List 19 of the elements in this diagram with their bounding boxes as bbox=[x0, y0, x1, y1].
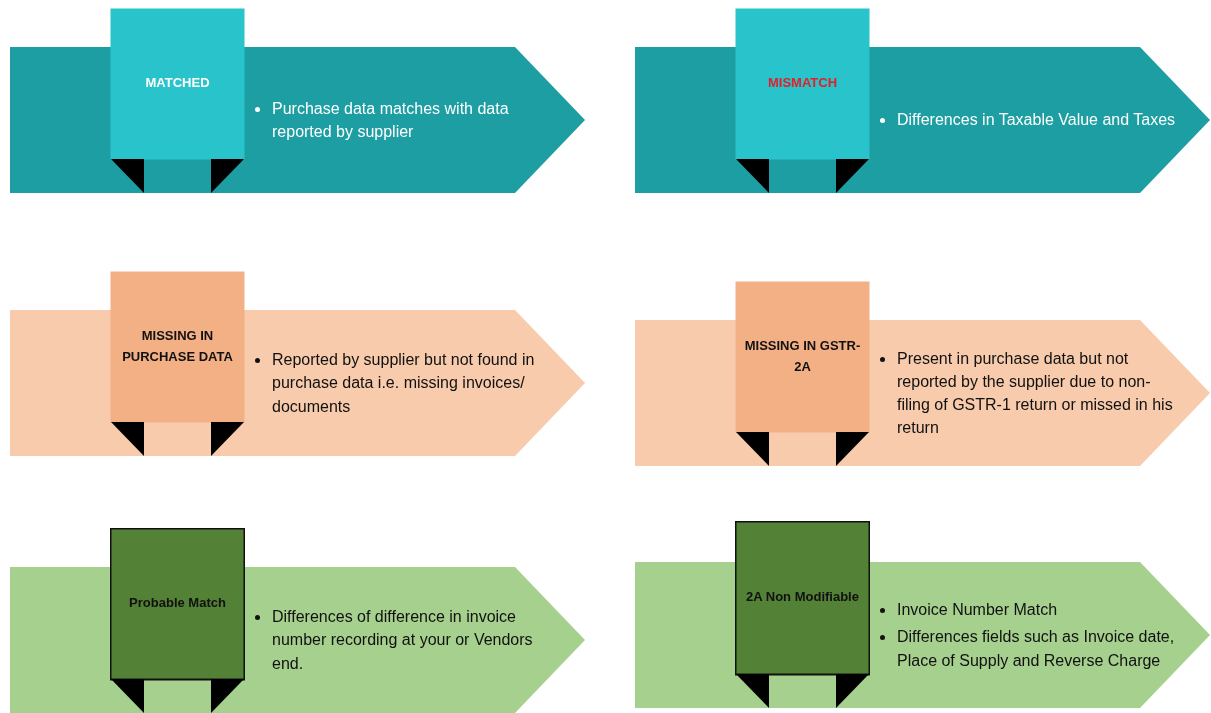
tab-label: Probable Match bbox=[129, 594, 226, 613]
tab-label: MISMATCH bbox=[767, 74, 838, 93]
ribbon-tab bbox=[735, 521, 870, 708]
bullet-text: Invoice Number Match bbox=[897, 600, 1058, 621]
ribbon-tab bbox=[110, 8, 245, 193]
ribbon-tab bbox=[110, 528, 245, 713]
bullet-text: Purchase data matches with data reported by supplier bbox=[272, 98, 510, 142]
bullet-text: Differences of difference in invoice number recording at your or Vendors end. bbox=[272, 607, 534, 674]
tab-label: MATCHED bbox=[145, 74, 210, 93]
tab-label: 2A Non Modifiable bbox=[746, 588, 859, 607]
bullet-text: Differences in Taxable Value and Taxes bbox=[897, 110, 1176, 131]
bullet-text: Present in purchase data but not reported by the supplier due to non-filing of GSTR-1 return or missed in his return bbox=[897, 348, 1174, 439]
bullet-text: Differences fields such as Invoice date, Place of Supply and Reverse Charge bbox=[897, 627, 1176, 671]
tab-label: MISSING IN GSTR-2A bbox=[743, 336, 862, 376]
ribbon-tab bbox=[110, 271, 245, 456]
ribbon-tab bbox=[735, 8, 870, 193]
bullet-text: Reported by supplier but not found in purchase data i.e. missing invoices/ documents bbox=[272, 350, 536, 417]
ribbon-tab bbox=[735, 281, 870, 466]
tab-label: MISSING IN PURCHASE DATA bbox=[121, 326, 234, 366]
